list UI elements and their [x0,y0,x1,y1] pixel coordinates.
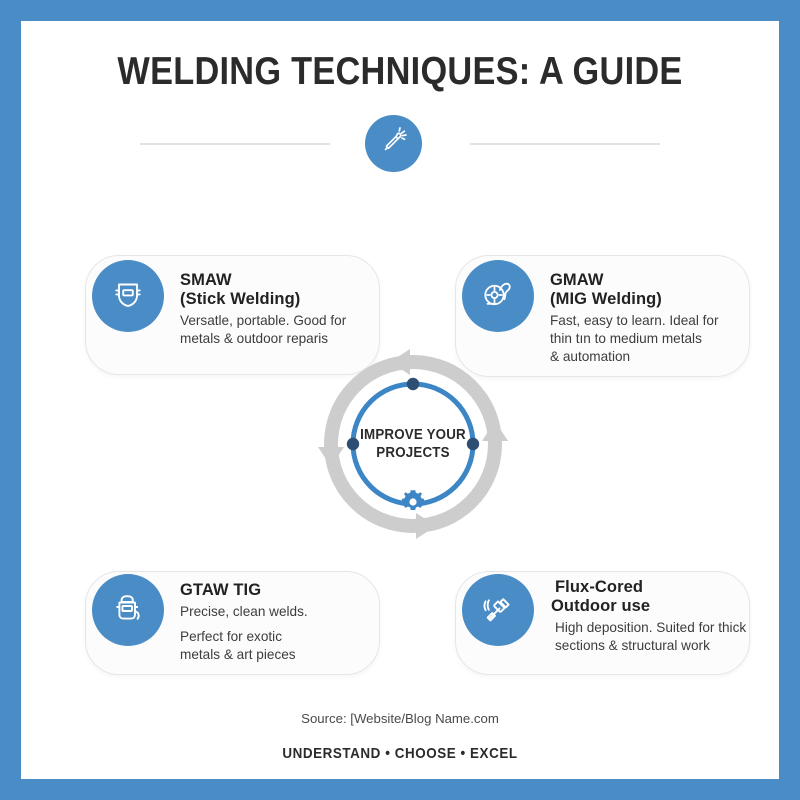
card-gtaw-body-line: Precise, clean welds. [180,604,308,620]
ring-node-left [346,437,360,451]
card-flux-subtitle: Outdoor use [551,597,651,616]
infographic-canvas: WELDING TECHNIQUES: A GUIDE [21,21,779,779]
card-smaw-text: SMAW (Stick Welding) Versatle, portable.… [180,271,375,348]
card-gtaw-body-line: Perfect for exotic [180,629,282,645]
wire-spool-torch-icon [477,273,519,320]
card-gtaw-text: GTAW TIG Precise, clean welds. Perfect f… [180,581,375,664]
center-label: IMPROVE YOUR PROJECTS [338,426,487,462]
card-gmaw-body-line: thin tın to medium metals [550,331,702,347]
card-smaw-body-line: metals & outdoor reparis [180,331,329,347]
ring-node-right [466,437,480,451]
ring-node-top [406,377,420,391]
center-label-line1: IMPROVE YOUR [360,427,466,443]
card-flux-icon [462,574,534,646]
center-cycle-wheel [318,349,508,539]
card-smaw-body: Versatle, portable. Good for metals & ou… [180,312,375,348]
card-flux-text: Flux-Cored Outdoor use High deposition. … [551,578,751,655]
card-flux-title: Flux-Cored [555,578,644,596]
tagline-text: UNDERSTAND • CHOOSE • EXCEL [282,746,518,762]
card-flux-body-line: High deposition. Suited for thick [555,620,747,636]
center-label-line2: PROJECTS [376,445,450,462]
card-gmaw-body-line: & automation [550,349,631,365]
card-flux-body-line: sections & structural work [555,638,710,654]
header-badge [365,115,422,172]
header-divider-right [470,143,660,145]
card-smaw-title: SMAW [180,271,232,289]
card-gtaw-body: Precise, clean welds. Perfect for exotic… [180,603,375,664]
card-gmaw-icon [462,260,534,332]
card-gmaw-subtitle: (MIG Welding) [550,290,662,309]
card-smaw-icon [92,260,164,332]
card-flux-body: High deposition. Suited for thick sectio… [555,619,751,655]
card-gmaw-title: GMAW [550,271,604,289]
cycle-arrows-icon [318,349,508,539]
welding-mask-icon [107,273,149,320]
header-divider-left [140,143,330,145]
card-smaw-body-line: Versatle, portable. Good for [180,313,347,329]
welding-hood-icon [107,587,149,634]
source-text: Source: [Website/Blog Name.com [301,711,499,726]
gear-icon [398,487,428,517]
welding-torch-icon [377,124,411,163]
page-title: WELDING TECHNIQUES: A GUIDE [117,50,683,93]
card-gmaw-text: GMAW (MIG Welding) Fast, easy to learn. … [550,271,750,366]
card-gtaw-title: GTAW TIG [180,581,262,599]
card-gtaw-body-line: metals & art pieces [180,647,296,662]
card-gmaw-body-line: Fast, easy to learn. Ideal for [550,313,719,329]
card-gmaw-body: Fast, easy to learn. Ideal for thin tın … [550,312,750,366]
chipping-hammer-icon [477,587,519,634]
card-gtaw-icon [92,574,164,646]
card-smaw-subtitle: (Stick Welding) [180,290,301,309]
